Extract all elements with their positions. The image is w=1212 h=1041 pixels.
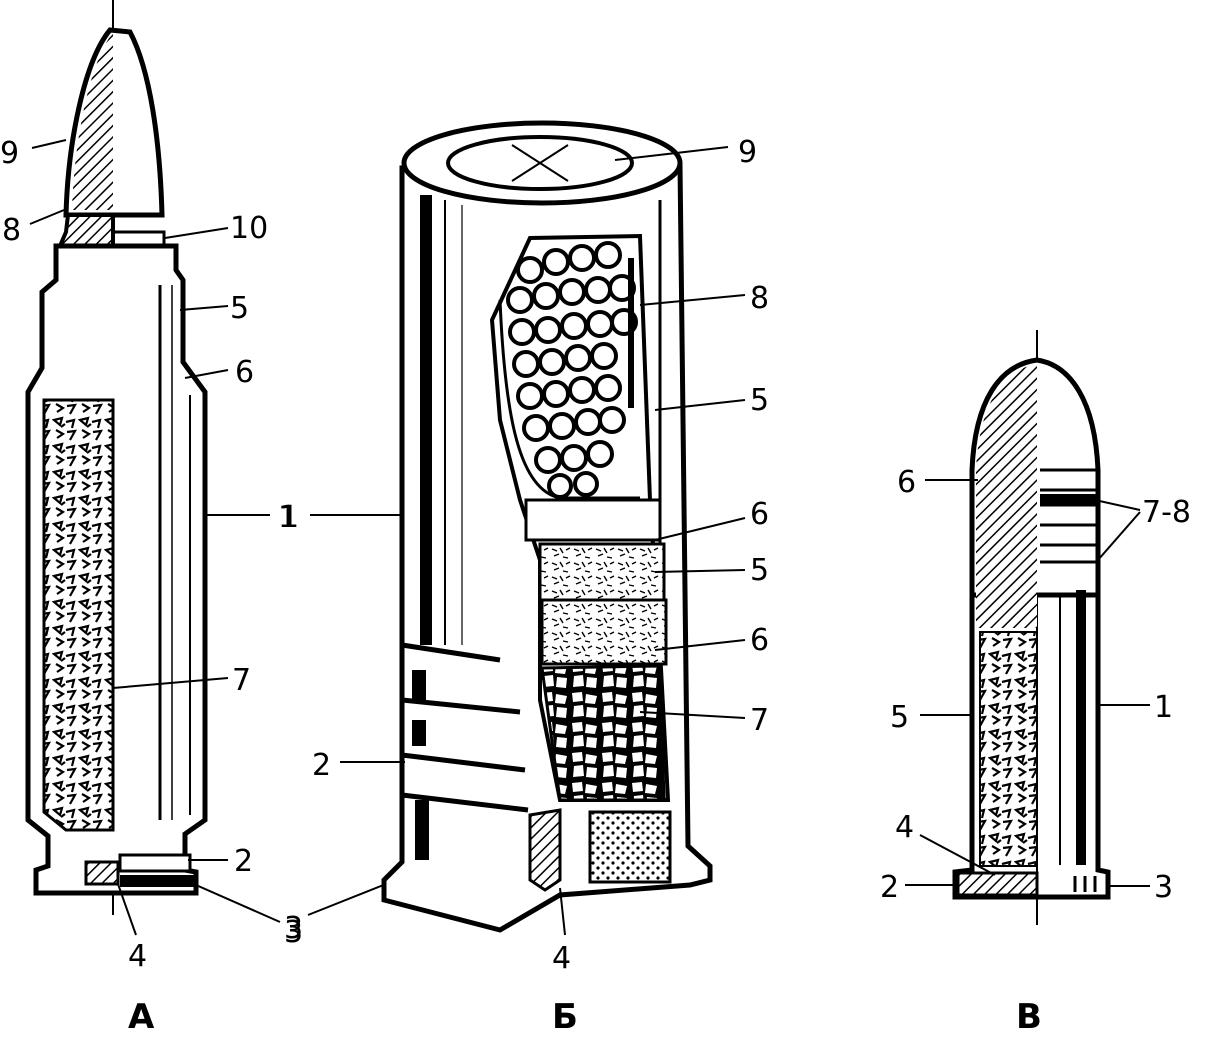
- label-b-3: 3: [284, 911, 303, 946]
- shell-powder: [540, 664, 666, 802]
- case-c-outline: [952, 580, 1111, 900]
- case-c-powder: [979, 631, 1038, 867]
- rim-knurl: [1073, 876, 1097, 892]
- leaders-c: [905, 479, 1150, 887]
- label-a-10: 10: [230, 211, 268, 246]
- label-b-8: 8: [750, 281, 769, 316]
- label-b-5-upper: 5: [750, 383, 769, 418]
- base-shade: [415, 800, 429, 860]
- figure-a-rifle-cartridge: 9 8 10 5 6 1 7 2 3 4 А: [0, 0, 303, 1037]
- case-c-rim-priming: [956, 871, 1039, 897]
- crimp-mark: [511, 144, 569, 182]
- felt-wad-2: [540, 598, 668, 666]
- label-a-8: 8: [2, 213, 21, 248]
- label-c-2: 2: [880, 870, 899, 905]
- label-b-5-lower: 5: [750, 553, 769, 588]
- label-a-1: 1: [278, 500, 297, 535]
- label-a-2: 2: [234, 844, 253, 879]
- label-c-1: 1: [1154, 690, 1173, 725]
- label-a-7: 7: [232, 663, 251, 698]
- label-b-4: 4: [552, 941, 571, 976]
- figure-c-title: В: [1016, 997, 1042, 1036]
- figure-b-shotgun-shell: 9 8 5 1 6 5 6 7 2 3 4 Б: [280, 120, 769, 1037]
- top-card-wad: [524, 498, 662, 542]
- rim-shadow: [120, 875, 196, 887]
- label-b-2: 2: [312, 748, 331, 783]
- leaders-a: [29, 139, 281, 936]
- figure-a-title: А: [128, 997, 155, 1036]
- tube-shading-left: [420, 195, 432, 645]
- label-c-6: 6: [897, 465, 916, 500]
- case-rim: [118, 853, 192, 873]
- bullet-c-band: [1040, 494, 1098, 506]
- shot-pellets: [506, 241, 638, 499]
- brass-base-bands: [401, 642, 529, 813]
- label-c-5: 5: [890, 700, 909, 735]
- shot-cup-edge: [498, 299, 640, 500]
- label-c-3: 3: [1154, 870, 1173, 905]
- label-a-4: 4: [128, 939, 147, 974]
- base-band-shade-2: [412, 720, 426, 746]
- label-b-7: 7: [750, 703, 769, 738]
- label-b-6-lower: 6: [750, 623, 769, 658]
- case-c-shade: [1076, 590, 1086, 865]
- label-c-4: 4: [895, 810, 914, 845]
- label-a-5: 5: [230, 291, 249, 326]
- primer-pocket: [528, 808, 562, 892]
- label-c-7-8: 7-8: [1142, 495, 1191, 530]
- label-a-3: 3: [284, 915, 303, 950]
- primer: [84, 860, 120, 886]
- base-wad: [588, 810, 672, 884]
- leaders-b: [307, 146, 746, 936]
- label-b-6-upper: 6: [750, 497, 769, 532]
- figure-c-rimfire-cartridge: 6 7-8 1 5 4 2 3 В: [880, 330, 1191, 1037]
- bullet-core-hatch: [72, 34, 113, 210]
- label-a-9: 9: [0, 136, 19, 171]
- figure-b-title: Б: [552, 997, 578, 1036]
- powder-charge: [42, 398, 115, 832]
- base-band-shade: [412, 670, 426, 700]
- label-b-9: 9: [738, 135, 757, 170]
- label-b-1: 1: [280, 500, 299, 535]
- bullet-c-hatch: [976, 364, 1037, 628]
- felt-wad: [538, 542, 666, 602]
- shot-cup-wall: [628, 258, 634, 408]
- label-a-6: 6: [235, 355, 254, 390]
